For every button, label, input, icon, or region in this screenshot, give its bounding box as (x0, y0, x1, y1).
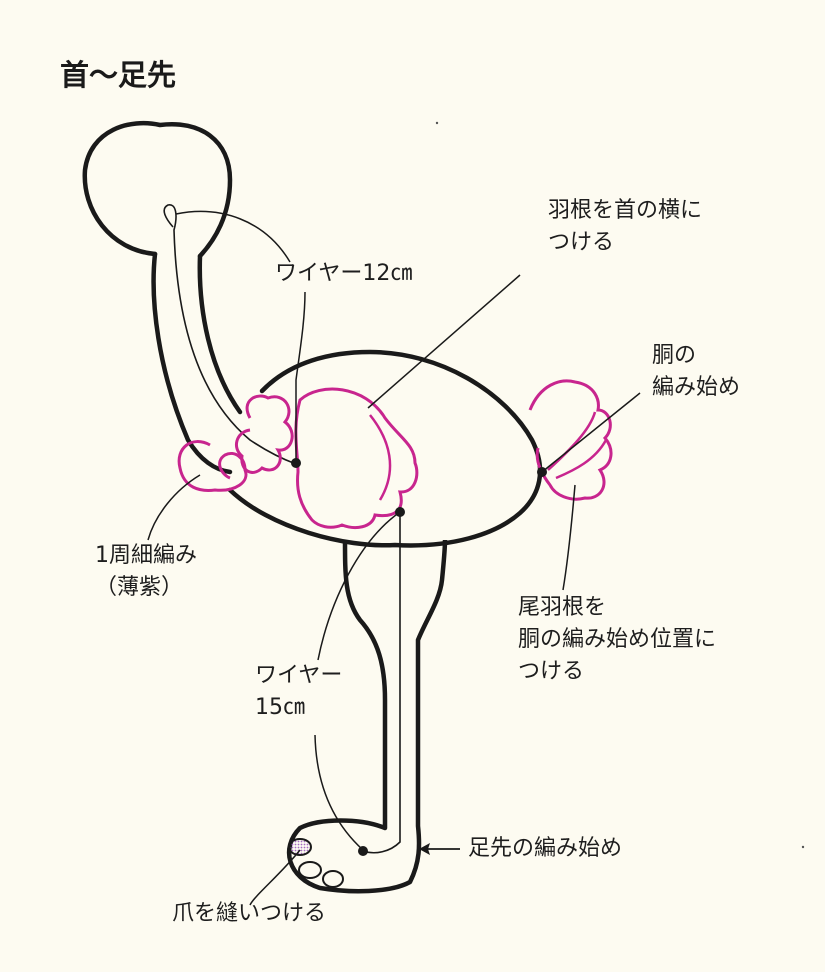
label-tail-feather-line-3: つける (518, 658, 585, 684)
leader-body-start (541, 392, 641, 473)
leader-neck-wire (175, 210, 306, 462)
label-body-start-line-2: 編み始め (652, 374, 741, 400)
label-tail-feather-line-2: 胴の編み始め位置に (518, 626, 717, 652)
page-title: 首～足先 (60, 58, 177, 92)
marker-body-start (537, 467, 547, 477)
label-round-single-line-1: 1周細編み (95, 543, 197, 568)
label-feather-neck-line-1: 羽根を首の横に (548, 198, 703, 223)
label-round-single: 1周細編み （薄紫） (95, 540, 197, 604)
neck-feather-curls (234, 394, 294, 474)
label-round-single-line-2: （薄紫） (95, 574, 184, 600)
label-body-start-line-1: 胴の (652, 343, 697, 368)
wing-feather (294, 387, 419, 529)
neck-base-ring (177, 440, 248, 492)
leader-claws (249, 849, 301, 906)
label-foot-start: 足先の編み始め (468, 836, 623, 861)
tail-feather (528, 379, 613, 501)
leader-round-single (147, 474, 201, 541)
head-outline (82, 120, 233, 259)
wing-feather-inner (369, 414, 392, 501)
leader-leg-wire (314, 511, 401, 851)
speck (435, 121, 439, 125)
label-leg-wire: ワイヤー 15㎝ (255, 660, 342, 724)
leg-wire (362, 512, 401, 854)
label-neck-wire: ワイヤー12㎝ (275, 261, 413, 286)
label-feather-neck-line-2: つける (548, 229, 615, 255)
tail-feather-inner (547, 411, 608, 480)
claw-1 (288, 838, 312, 856)
neck-wire (163, 204, 297, 465)
label-leg-wire-line-1: ワイヤー (255, 663, 343, 688)
label-body-start: 胴の 編み始め (652, 340, 740, 404)
foot-start-arrowhead (419, 843, 430, 855)
neck-outline (151, 251, 233, 475)
label-feather-neck: 羽根を首の横に つける (548, 195, 702, 259)
label-leg-wire-line-2: 15㎝ (255, 694, 305, 720)
leg-outline (286, 539, 448, 894)
marker-neck-wire (291, 458, 301, 468)
marker-foot-wire (358, 846, 368, 856)
speck (801, 845, 805, 849)
label-claws: 爪を縫いつける (172, 901, 327, 926)
leader-tail-feather (562, 484, 576, 591)
claw-3 (322, 870, 344, 888)
marker-leg-wire (395, 507, 405, 517)
claw-2 (298, 861, 322, 879)
body-outline (227, 349, 543, 548)
neck-outline-inner (197, 253, 243, 415)
label-tail-feather-line-1: 尾羽根を (518, 595, 607, 620)
leader-feather-neck (367, 274, 521, 409)
label-tail-feather: 尾羽根を 胴の編み始め位置に つける (518, 592, 716, 688)
